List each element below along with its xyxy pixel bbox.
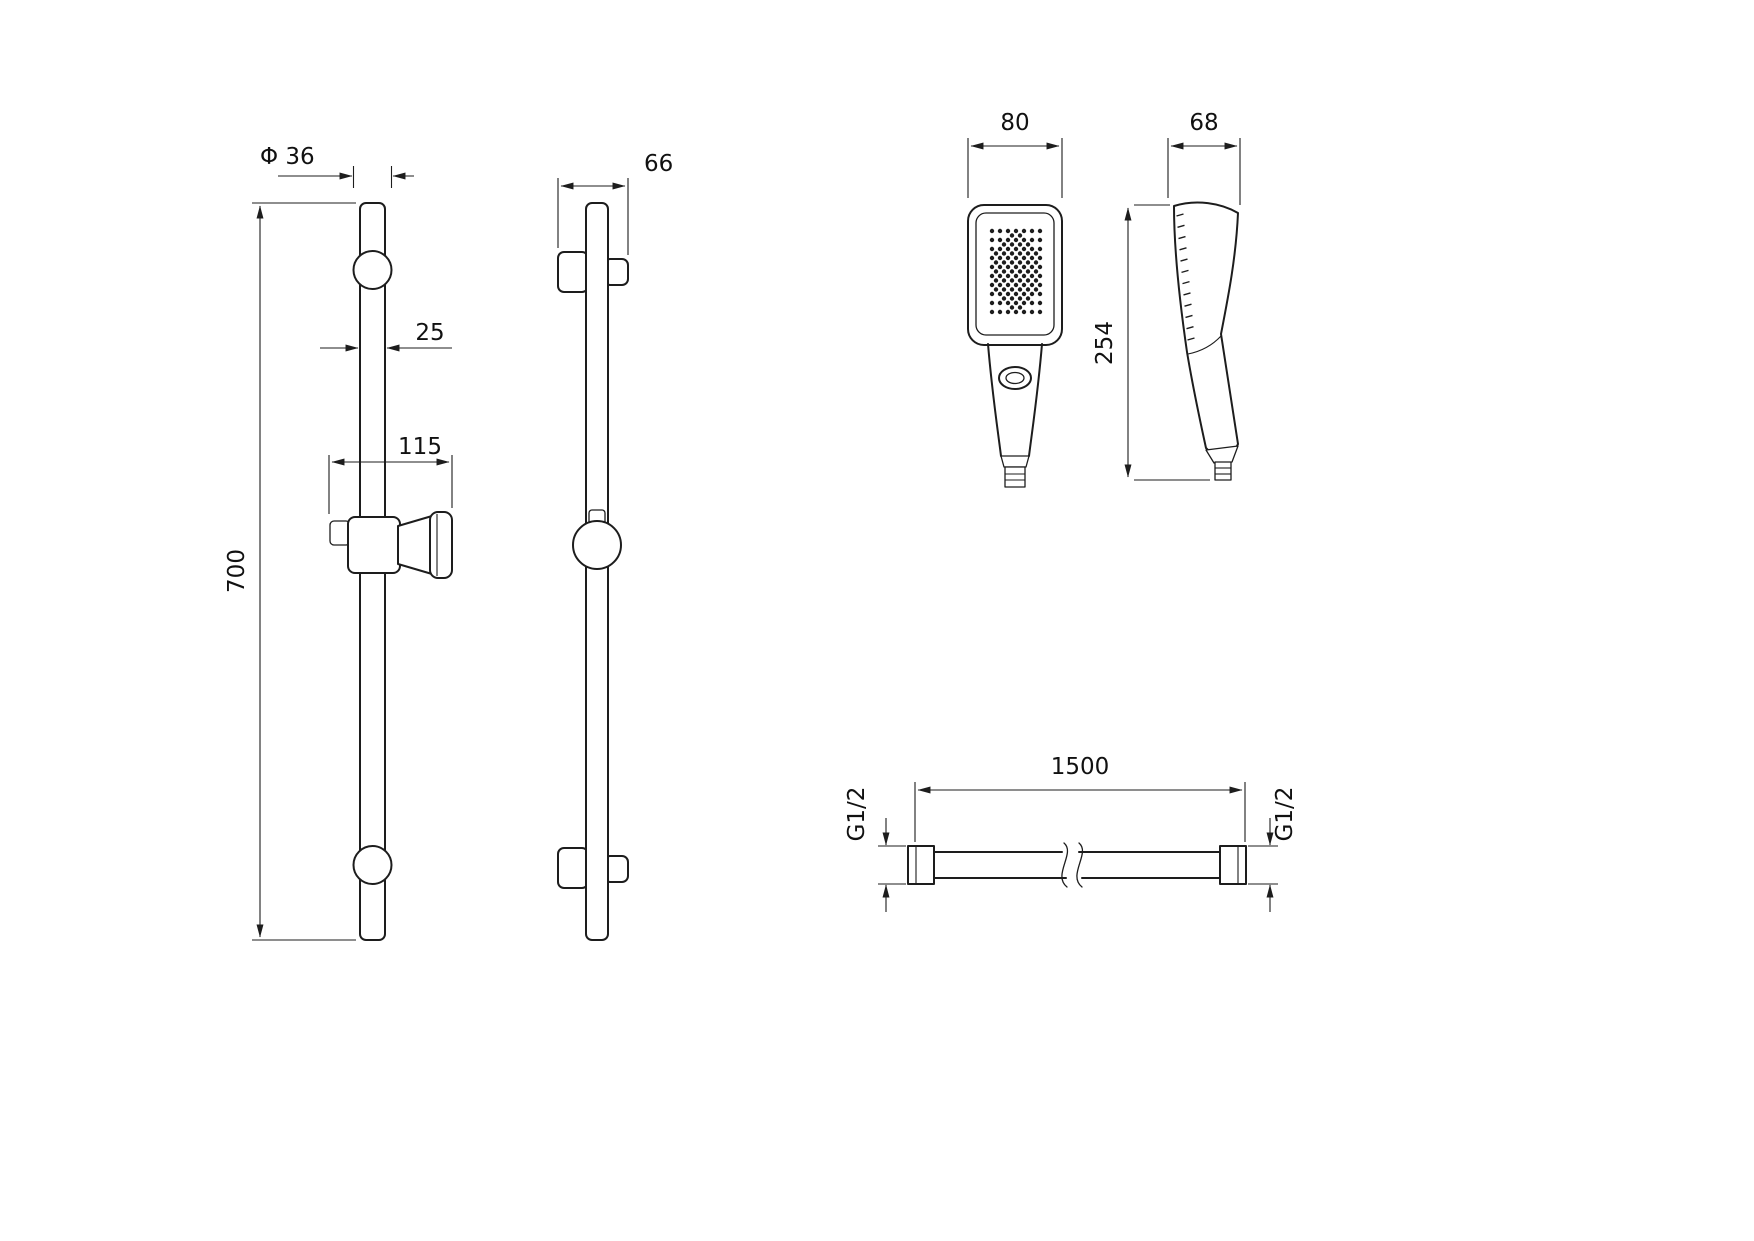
dim-tube-width: 25 (320, 320, 452, 352)
slider-holder-front (329, 511, 453, 579)
dim-thread-left: G1/2 (844, 787, 906, 912)
bottom-wall-bracket-front (352, 845, 393, 885)
dim-label-68: 68 (1189, 110, 1218, 136)
dim-overall-depth: 66 (557, 151, 673, 255)
handle-connector (1000, 455, 1030, 468)
connector-taper (1205, 445, 1239, 464)
dim-label-1500: 1500 (1051, 754, 1110, 780)
handshower-side-view: 68 254 (1092, 110, 1241, 481)
rail-front-view: 700 Φ 36 25 (224, 144, 453, 941)
holder-cup (429, 511, 453, 579)
dim-head-width: 80 (967, 110, 1063, 198)
dim-label-diameter: Φ 36 (260, 144, 315, 170)
spray-face-hatch (1176, 213, 1195, 341)
slider-knob-side (572, 520, 622, 570)
dim-hose-length: 1500 (914, 754, 1246, 842)
hose-fitting-left (907, 845, 935, 885)
dim-head-length: 254 (1092, 204, 1210, 481)
dim-holder-width: 115 (328, 434, 453, 514)
dim-label-115: 115 (398, 434, 442, 460)
dim-label-g12-right: G1/2 (1272, 787, 1298, 842)
holder-cone (397, 515, 433, 575)
handshower-side-body (1173, 201, 1239, 455)
top-bracket-wall-plate-side (557, 251, 589, 293)
spray-nozzle-dots (989, 228, 1043, 315)
dim-label-700: 700 (224, 549, 250, 593)
hose-fitting-right (1219, 845, 1247, 885)
holder-body (347, 516, 401, 574)
connector-nozzle (1214, 461, 1232, 481)
handle-left-edge (987, 343, 1002, 457)
hose-break-symbol (1076, 842, 1084, 888)
dim-label-254: 254 (1092, 321, 1118, 365)
hose-view: 1500 G1/2 G1/2 (844, 754, 1298, 912)
mode-button-inner (1005, 371, 1025, 385)
rail-side-view: 66 (557, 151, 673, 941)
handshower-front-view: 80 (967, 110, 1063, 488)
handle-nozzle (1004, 466, 1026, 488)
shower-handle-front (987, 343, 1043, 488)
dim-thread-right: G1/2 (1248, 787, 1298, 912)
dim-bracket-diameter: Φ 36 (260, 144, 414, 188)
dim-label-66: 66 (644, 151, 673, 177)
hose-body (907, 842, 1247, 888)
handle-right-edge (1028, 343, 1043, 457)
mode-button-outer (998, 366, 1032, 390)
hose-break-symbol (1061, 842, 1069, 888)
shower-head-face (975, 212, 1055, 336)
handshower-side-connector (1205, 445, 1239, 481)
dim-label-g12-left: G1/2 (844, 787, 870, 842)
top-wall-bracket-front (352, 250, 393, 290)
bottom-bracket-wall-plate-side (557, 847, 589, 889)
dim-overall-height: 700 (224, 202, 356, 941)
dim-label-80: 80 (1000, 110, 1029, 136)
head-handle-separator (1187, 335, 1222, 355)
dim-label-25: 25 (415, 320, 444, 346)
slider-holder-side (572, 509, 622, 570)
dim-head-depth: 68 (1167, 110, 1241, 205)
rail-tube-side (585, 202, 609, 941)
